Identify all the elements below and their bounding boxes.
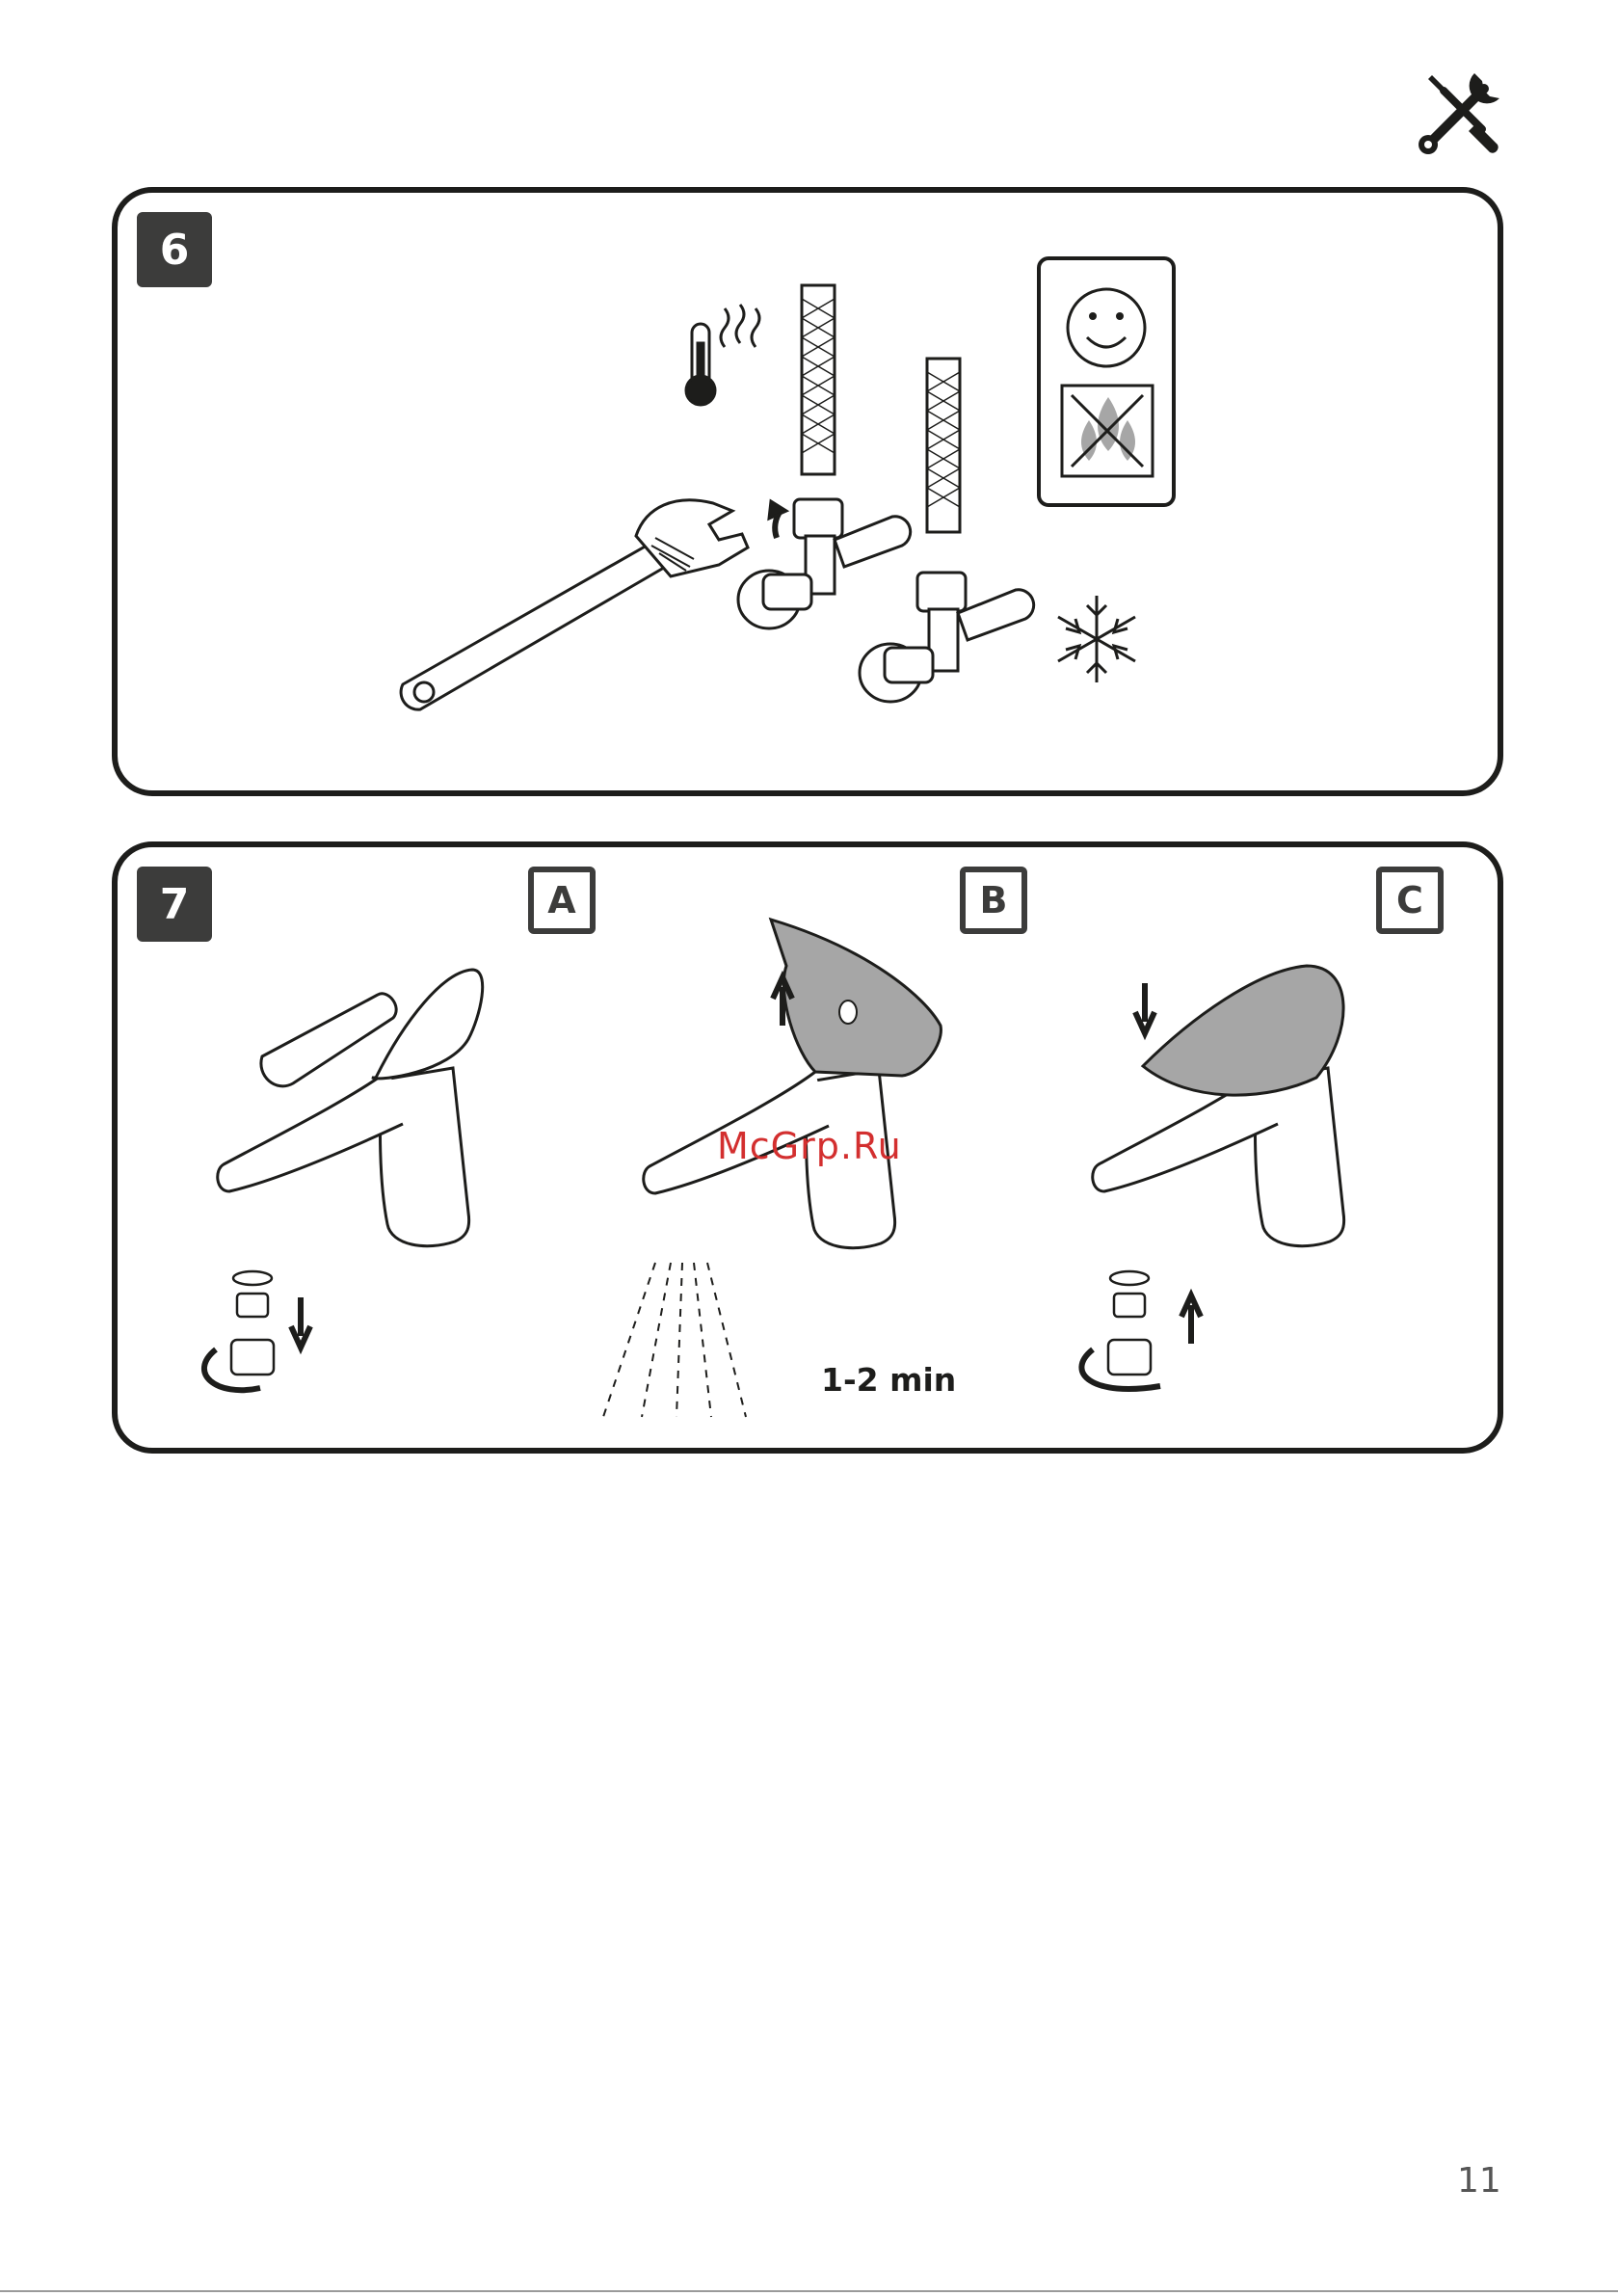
- watermark: McGrp.Ru: [717, 1125, 902, 1167]
- arrow-down-icon: [1135, 983, 1154, 1033]
- faucet-icon: [218, 1068, 469, 1246]
- aerator-icon: [1108, 1271, 1151, 1375]
- lever-up-icon: [771, 920, 941, 1076]
- flush-duration-label: 1-2 min: [821, 1361, 956, 1399]
- arrow-down-icon: [291, 1297, 310, 1348]
- lever-down-icon: [1143, 966, 1343, 1095]
- page-number: 11: [1457, 2161, 1501, 2201]
- water-spray-icon: [603, 1263, 746, 1417]
- aerator-icon: [231, 1271, 274, 1375]
- step-7-illustration: [0, 0, 1618, 1542]
- bottom-rule: [0, 2290, 1618, 2292]
- arrow-up-icon: [1181, 1295, 1201, 1344]
